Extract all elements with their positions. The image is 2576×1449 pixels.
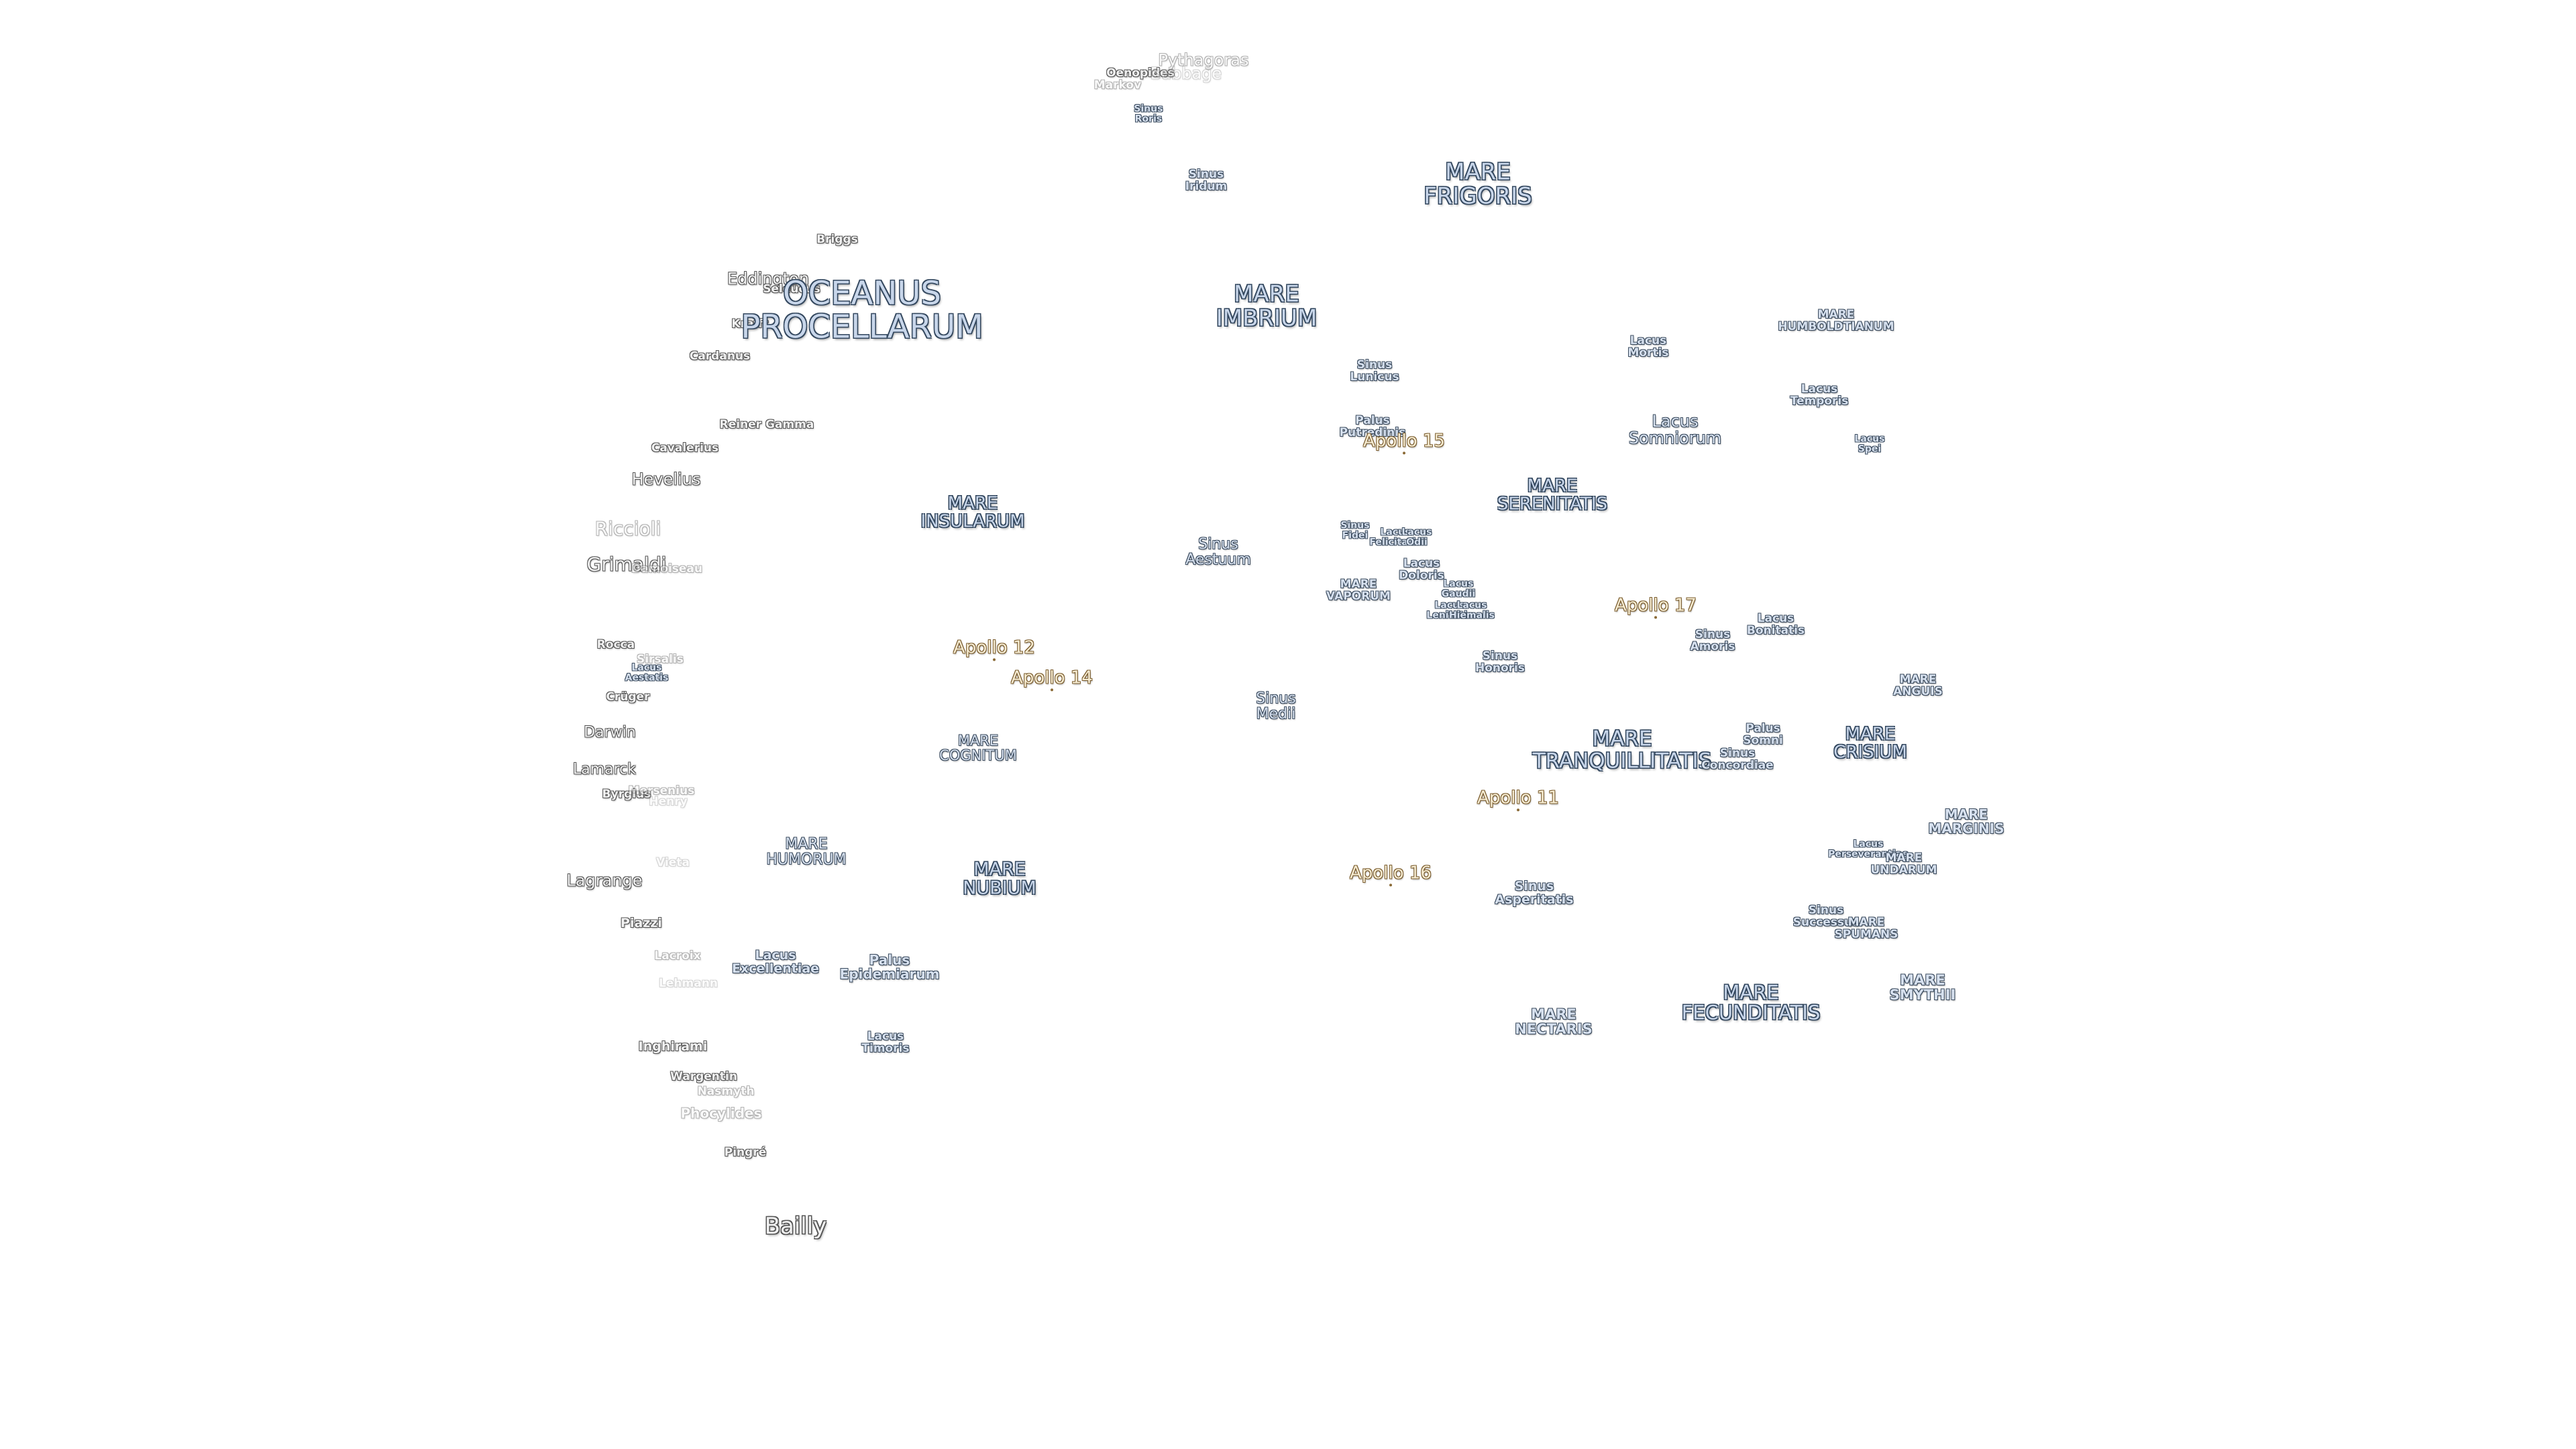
crater-label-krafft: Krafft	[731, 317, 769, 331]
crater-label-phocylides: Phocylides	[680, 1105, 762, 1122]
crater-label-pythagoras: Pythagoras	[1158, 50, 1249, 70]
crater-label-lagrange: Lagrange	[566, 871, 643, 890]
crater-label-byrgius: Byrgius	[602, 788, 651, 802]
crater-label-bailly: Bailly	[764, 1213, 827, 1240]
crater-label-lamarck: Lamarck	[572, 761, 637, 778]
crater-label-riccioli: Riccioli	[594, 517, 661, 540]
crater-label-babbage: Babbage	[1150, 64, 1222, 83]
crater-label-sirsalis: Sirsalis	[637, 653, 684, 667]
crater-label-vieta: Vieta	[656, 856, 690, 870]
crater-label-piazzi: Piazzi	[621, 916, 662, 931]
crater-label-pingre: Pingré	[724, 1146, 767, 1160]
crater-label-markov: Markov	[1093, 78, 1142, 93]
apollo-17-landing-label: Apollo 17	[1615, 595, 1697, 620]
crater-label-grimaldi: Grimaldi	[586, 553, 667, 576]
crater-label-damoiseau: Damoiseau	[631, 562, 703, 576]
apollo-12-landing-label: Apollo 12	[953, 637, 1035, 662]
crater-label-eddington: Eddington	[727, 269, 810, 288]
apollo-14-landing-label: Apollo 14	[1011, 667, 1093, 692]
apollo-11-landing-label: Apollo 11	[1477, 788, 1559, 812]
crater-label-wargentin: Wargentin	[670, 1070, 737, 1084]
crater-label-reiner-gamma: Reiner Gamma	[719, 418, 814, 432]
crater-label-cruger: Crüger	[606, 690, 650, 704]
crater-label-darwin: Darwin	[584, 724, 636, 741]
crater-label-rocca: Rocca	[596, 638, 635, 652]
crater-label-oenopides: Oenopides	[1106, 66, 1175, 80]
apollo-16-landing-label: Apollo 16	[1350, 863, 1432, 888]
crater-label-mersenius: Mersenius	[628, 784, 695, 798]
apollo-15-landing-label: Apollo 15	[1363, 431, 1445, 455]
crater-label-henry: Henry	[649, 795, 688, 809]
crater-label-inghirami: Inghirami	[638, 1039, 708, 1055]
crater-label-briggs: Briggs	[816, 233, 858, 247]
crater-label-lehmann: Lehmann	[659, 977, 718, 991]
crater-label-hevelius: Hevelius	[631, 470, 701, 489]
crater-label-nasmyth: Nasmyth	[697, 1085, 755, 1099]
crater-label-cavalerius: Cavalerius	[651, 441, 719, 455]
crater-label-cardanus: Cardanus	[689, 350, 751, 364]
crater-label-lacroix: Lacroix	[654, 949, 701, 963]
crater-label-seleucus: Seleucus	[763, 282, 820, 297]
